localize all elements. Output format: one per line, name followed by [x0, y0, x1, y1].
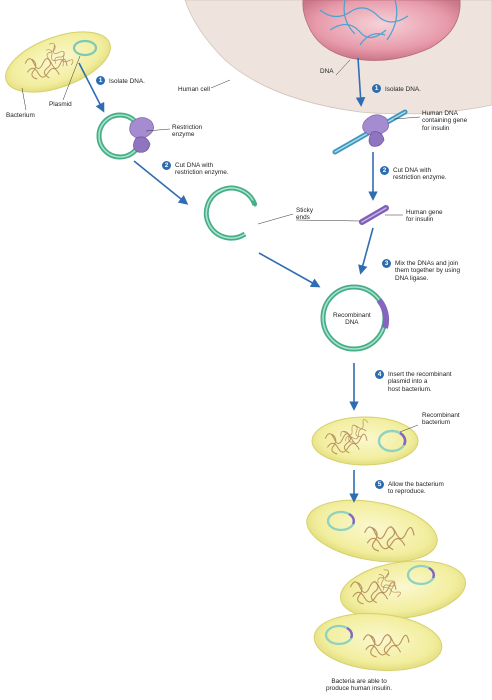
recombinant-plasmid	[320, 284, 390, 352]
arrow-isolate-human-dna	[355, 57, 366, 107]
step-badge-3: 3	[382, 259, 391, 268]
step-badge-5: 5	[375, 480, 384, 489]
bacterium	[5, 31, 111, 93]
recombinant-bacterium	[311, 416, 419, 466]
arrows	[78, 57, 378, 503]
arrow-gene-to-recombinant	[358, 227, 374, 275]
step-badge-2-left: 2	[162, 161, 171, 170]
step-text-1-right: Isolate DNA.	[385, 86, 421, 93]
label-human-cell: Human cell	[178, 86, 210, 93]
leader-lines	[21, 55, 421, 433]
arrow-isolate-plasmid	[78, 62, 105, 113]
label-bacterium: Bacterium	[6, 112, 35, 119]
step-text-1-left: Isolate DNA.	[109, 78, 145, 85]
bacteria-cluster	[306, 499, 467, 671]
label-restriction-enzyme: Restriction enzyme	[172, 124, 203, 139]
step-text-3: Mix the DNAs and join them together by u…	[395, 260, 461, 282]
step-badge-2-right: 2	[380, 166, 389, 175]
human-dna-strand	[332, 109, 408, 155]
step-text-5: Allow the bacterium to reproduce.	[388, 481, 444, 496]
arrow-cut-plasmid	[133, 160, 189, 205]
label-recombinant-bacterium: Recombinant bacterium	[422, 412, 460, 427]
plasmid-in-bacterium	[72, 39, 98, 57]
arrow-plasmid-to-recombinant	[258, 252, 321, 288]
label-human-dna: Human DNA containing gene for insulin	[422, 110, 468, 132]
nucleus	[302, 0, 461, 61]
label-human-gene: Human gene for insulin	[406, 209, 443, 224]
human-gene-fragment	[359, 205, 389, 225]
cut-plasmid	[203, 185, 258, 241]
label-final-result: Bacteria are able to produce human insul…	[326, 678, 393, 693]
step-badge-1-left: 1	[96, 76, 105, 85]
label-plasmid: Plasmid	[49, 101, 72, 108]
restriction-enzyme	[129, 117, 154, 153]
label-recombinant-dna: Recombinant DNA	[333, 312, 371, 327]
label-dna: DNA	[320, 68, 334, 75]
step-badge-1-right: 1	[372, 84, 381, 93]
step-text-4: Insert the recombinant plasmid into a ho…	[388, 371, 452, 393]
step-badge-4: 4	[375, 370, 384, 379]
step-text-2-left: Cut DNA with restriction enzyme.	[175, 162, 229, 177]
label-sticky-ends: Sticky ends	[296, 207, 314, 222]
step-text-2-right: Cut DNA with restriction enzyme.	[393, 167, 447, 182]
